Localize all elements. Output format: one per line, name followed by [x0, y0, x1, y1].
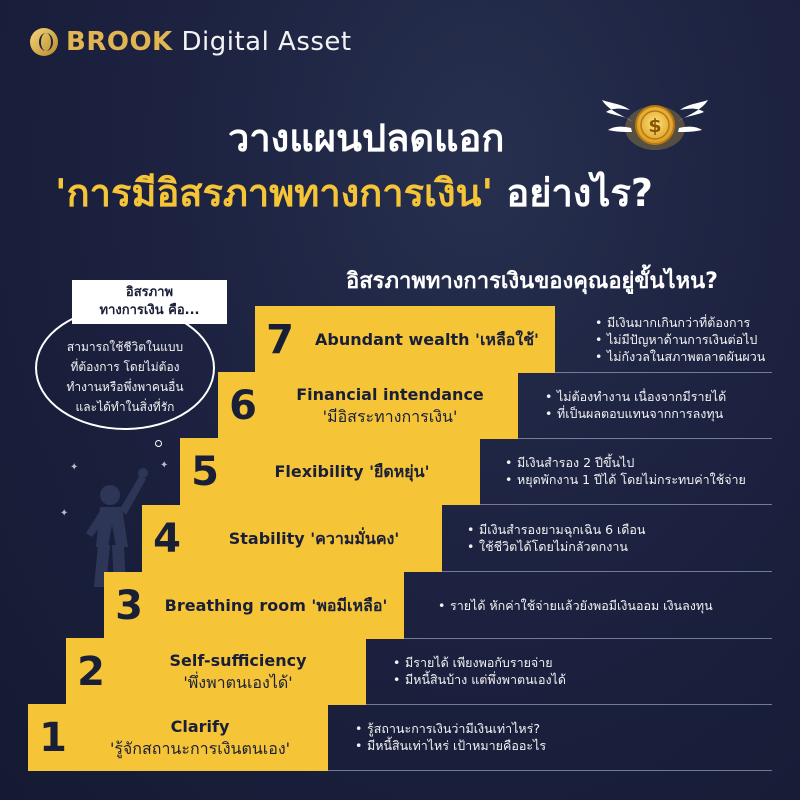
detail-item: มีหนี้สินบ้าง แต่พึ่งพาตนเองได้: [393, 671, 566, 688]
brand-name: BROOK Digital Asset: [66, 27, 352, 57]
step-5: 5 Flexibility 'ยืดหยุ่น': [180, 438, 480, 505]
step-label: Clarify'รู้จักสถานะการเงินตนเอง': [109, 716, 291, 758]
sparkle-icon: ✦: [160, 460, 169, 471]
svg-text:$: $: [648, 115, 661, 137]
step-number: 6: [229, 382, 257, 429]
brand-logo: BROOK Digital Asset: [30, 27, 352, 57]
step-2: 2 Self-sufficiency'พึ่งพาตนเองได้': [66, 638, 366, 705]
detail-item: มีเงินสำรอง 2 ปีขึ้นไป: [505, 454, 746, 471]
step-number: 7: [266, 316, 294, 363]
brook-logo-icon: [30, 28, 58, 56]
title-rest: อย่างไร?: [493, 171, 653, 215]
detail-item: รายได้ หักค่าใช้จ่ายแล้วยังพอมีเงินออม เ…: [438, 597, 713, 614]
step-number: 1: [39, 714, 67, 761]
step-label: Abundant wealth 'เหลือใช้': [315, 329, 539, 349]
detail-item: มีเงินมากเกินกว่าที่ต้องการ: [595, 314, 765, 331]
step-details: รายได้ หักค่าใช้จ่ายแล้วยังพอมีเงินออม เ…: [438, 597, 713, 614]
step-number: 3: [115, 582, 143, 629]
step-4: 4 Stability 'ความมั่นคง': [142, 505, 442, 572]
step-divider: [404, 638, 772, 639]
step-number: 2: [77, 648, 105, 695]
step-divider: [480, 504, 772, 505]
winged-dollar-coin-icon: $: [602, 100, 708, 150]
step-3: 3 Breathing room 'พอมีเหลือ': [104, 572, 404, 639]
step-details: มีรายได้ เพียงพอกับรายจ่ายมีหนี้สินบ้าง …: [393, 654, 566, 688]
detail-item: มีเงินสำรองยามฉุกเฉิน 6 เดือน: [467, 521, 645, 538]
step-details: ไม่ต้องทำงาน เนื่องจากมีรายได้ที่เป็นผลต…: [545, 388, 726, 422]
step-7: 7 Abundant wealth 'เหลือใช้': [255, 306, 555, 373]
sparkle-icon: ✦: [70, 462, 79, 473]
step-label: Flexibility 'ยืดหยุ่น': [274, 461, 430, 481]
step-divider: [442, 571, 772, 572]
sparkle-icon: ✦: [60, 508, 69, 519]
step-divider: [555, 372, 772, 373]
step-details: มีเงินสำรองยามฉุกเฉิน 6 เดือนใช้ชีวิตได้…: [467, 521, 645, 555]
step-label: Self-sufficiency'พึ่งพาตนเองได้': [169, 650, 307, 692]
step-details: มีเงินมากเกินกว่าที่ต้องการไม่มีปัญหาด้า…: [595, 314, 765, 365]
step-details: รู้สถานะการเงินว่ามีเงินเท่าไหร่?มีหนี้ส…: [355, 720, 546, 754]
detail-item: ไม่ต้องทำงาน เนื่องจากมีรายได้: [545, 388, 726, 405]
step-divider: [328, 770, 772, 771]
step-6: 6 Financial intendance'มีอิสระทางการเงิน': [218, 372, 518, 439]
detail-item: รู้สถานะการเงินว่ามีเงินเท่าไหร่?: [355, 720, 546, 737]
step-divider: [366, 704, 772, 705]
detail-item: ไม่มีปัญหาด้านการเงินต่อไป: [595, 331, 765, 348]
step-label: Financial intendance'มีอิสระทางการเงิน': [296, 384, 484, 426]
detail-item: ไม่กังวลในสภาพตลาดผันผวน: [595, 348, 765, 365]
detail-item: มีหนี้สินเท่าไหร่ เป้าหมายคืออะไร: [355, 737, 546, 754]
detail-item: ที่เป็นผลตอบแทนจากการลงทุน: [545, 405, 726, 422]
step-divider: [518, 438, 772, 439]
detail-item: หยุดพักงาน 1 ปีได้ โดยไม่กระทบค่าใช้จ่าย: [505, 471, 746, 488]
title-highlight: 'การมีอิสรภาพทางการเงิน': [55, 171, 494, 215]
title-line-2: 'การมีอิสรภาพทางการเงิน' อย่างไร?: [55, 162, 653, 223]
title-line-1: วางแผนปลดแอก: [228, 116, 505, 160]
stage-question: อิสรภาพทางการเงินของคุณอยู่ขั้นไหน?: [346, 269, 718, 294]
step-number: 5: [191, 448, 219, 495]
step-details: มีเงินสำรอง 2 ปีขึ้นไปหยุดพักงาน 1 ปีได้…: [505, 454, 746, 488]
bubble-tail-dot: [155, 440, 162, 447]
step-number: 4: [153, 515, 181, 562]
step-1: 1 Clarify'รู้จักสถานะการเงินตนเอง': [28, 704, 328, 771]
definition-tag: อิสรภาพ ทางการเงิน คือ...: [72, 280, 227, 324]
step-label: Breathing room 'พอมีเหลือ': [164, 595, 388, 615]
step-label: Stability 'ความมั่นคง': [228, 528, 400, 548]
detail-item: มีรายได้ เพียงพอกับรายจ่าย: [393, 654, 566, 671]
detail-item: ใช้ชีวิตได้โดยไม่กลัวตกงาน: [467, 538, 645, 555]
definition-bubble: สามารถใช้ชีวิตในแบบ ที่ต้องการ โดยไม่ต้อ…: [35, 306, 215, 430]
